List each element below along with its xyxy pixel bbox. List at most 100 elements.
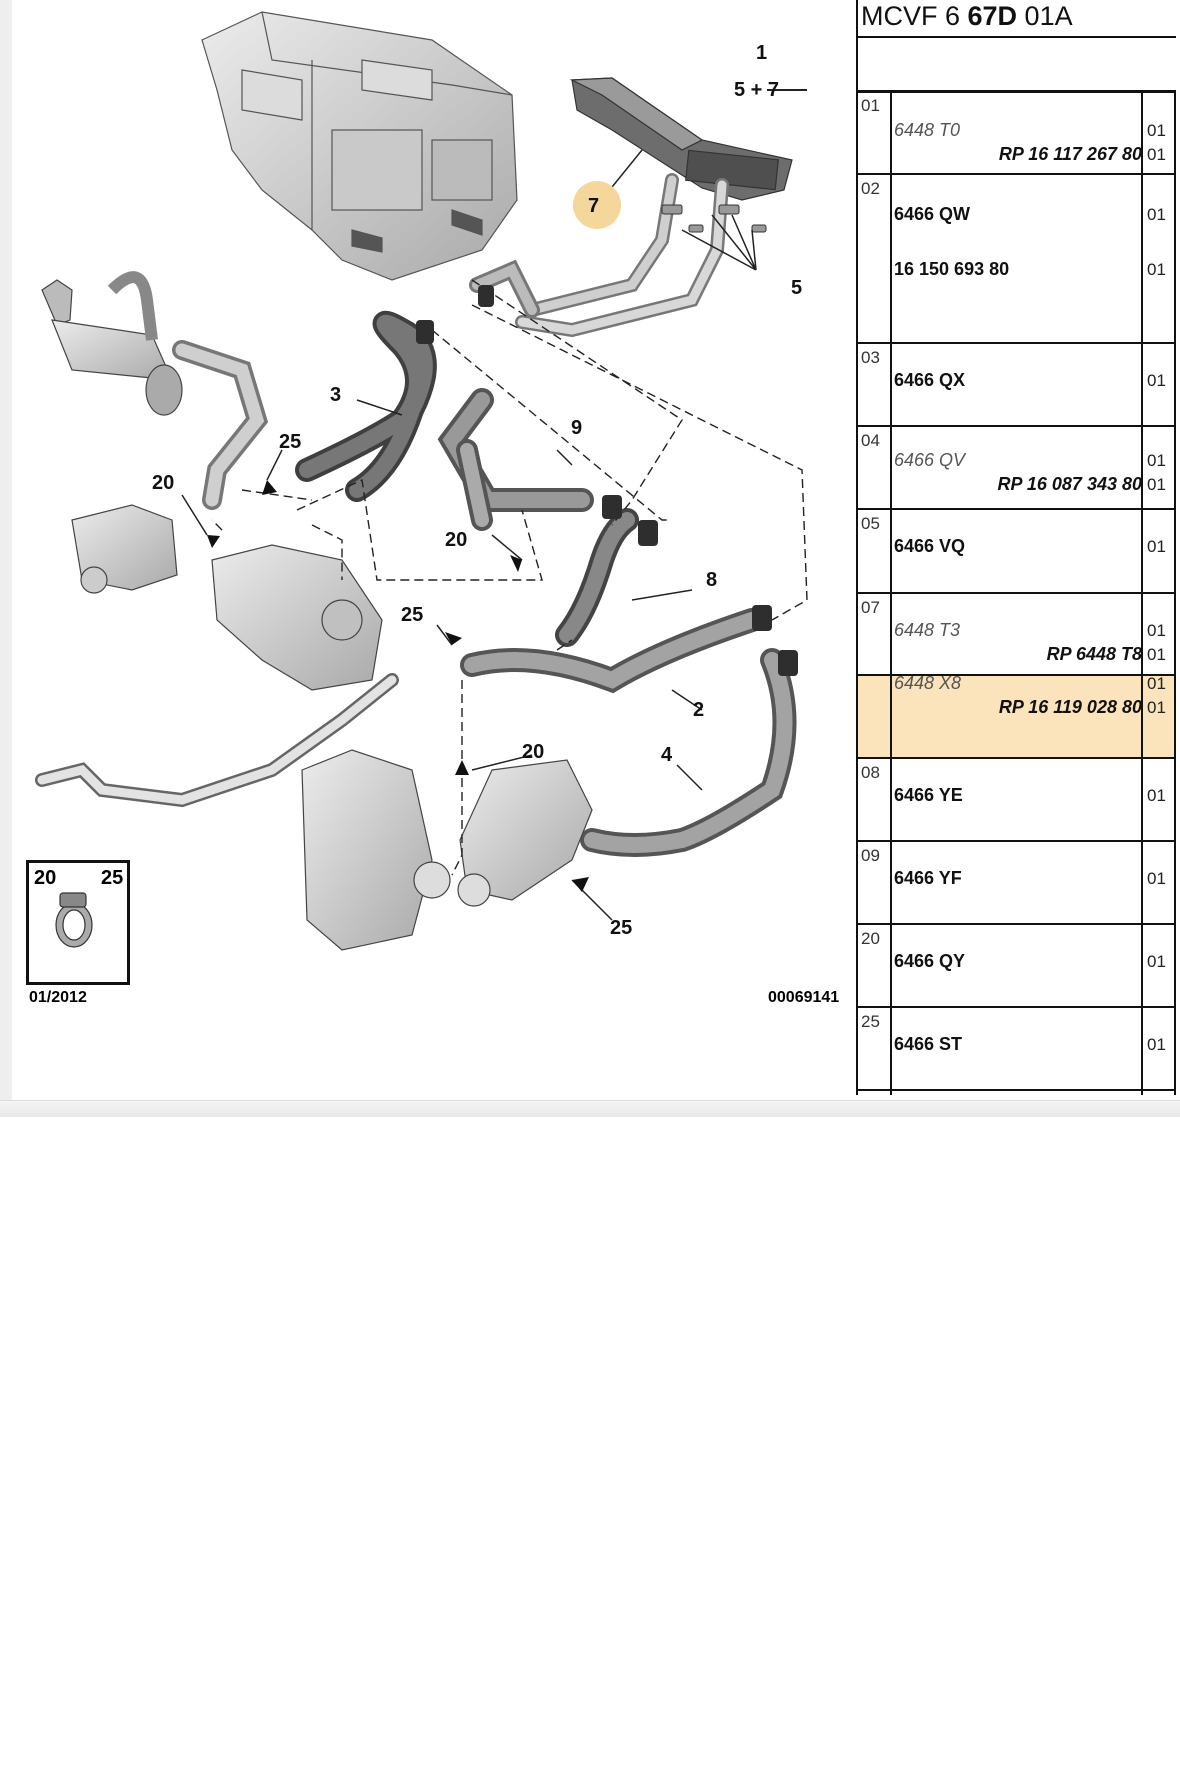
- table-rule: [856, 592, 1176, 594]
- hose-9: [437, 388, 594, 531]
- table-rule: [856, 923, 1176, 925]
- quantity: 01: [1147, 674, 1166, 693]
- page-bottom-strip: [0, 1100, 1180, 1117]
- diagram-date: 01/2012: [29, 989, 87, 1006]
- part-number: 6466 YE: [894, 785, 963, 805]
- hose-2: [460, 608, 764, 694]
- part-number: 6466 QX: [894, 370, 966, 390]
- callout-8: 8: [706, 569, 718, 591]
- quantity: 01: [1147, 621, 1166, 640]
- clip-legend-20: 20: [34, 867, 57, 889]
- callout-7: 7: [588, 195, 600, 217]
- table-rule: [856, 90, 1176, 93]
- quantity: 01: [1147, 260, 1166, 279]
- callout-20-lower: 20: [522, 741, 545, 763]
- callout-9: 9: [571, 417, 583, 439]
- callout-5: 5: [791, 277, 803, 299]
- replacement-part-number: RP 6448 T8: [1046, 644, 1142, 664]
- heater-pipes: [469, 173, 729, 338]
- quantity: 01: [1147, 537, 1166, 556]
- pump-outlet-hose: [172, 340, 269, 510]
- arrowheads: [207, 480, 589, 892]
- parts-row: 08 6466 YE 01: [856, 757, 1176, 840]
- clip-legend-25: 25: [101, 867, 124, 889]
- table-header: MCVF 6 67D 01A: [856, 0, 1178, 35]
- callout-3: 3: [330, 384, 342, 406]
- table-rule: [856, 674, 1176, 676]
- quantity: 01: [1147, 371, 1166, 390]
- hose-clamps: [416, 285, 798, 676]
- table-rule: [856, 508, 1176, 510]
- hose-8: [555, 508, 639, 647]
- part-number: 6448 T3: [894, 620, 961, 640]
- parts-row: 09 6466 YF 01: [856, 840, 1176, 923]
- row-number: 09: [861, 846, 880, 865]
- part-number: 6466 ST: [894, 1034, 963, 1054]
- quantity: 01: [1147, 869, 1166, 888]
- row-number: 05: [861, 514, 880, 533]
- diagram-reference: 00069141: [768, 989, 840, 1006]
- parts-row: 07 6448 T3 01 RP 6448 T8 01: [856, 592, 1176, 674]
- parts-row: 03 6466 QX 01: [856, 342, 1176, 425]
- connection-lines: [211, 279, 808, 876]
- table-rule: [856, 840, 1176, 842]
- table-rule: [856, 173, 1176, 175]
- row-number: 03: [861, 348, 880, 367]
- clip-legend-box: 20 25: [26, 860, 130, 985]
- callout-2: 2: [693, 699, 705, 721]
- egr-unit: [211, 544, 383, 691]
- replacement-part-number: RP 16 087 343 80: [997, 474, 1142, 494]
- quantity: 01: [1147, 698, 1166, 717]
- parts-table: MCVF 6 67D 01A 01 6448 T0 01 RP 16 117 267 …: [856, 0, 1178, 1095]
- row-number: 08: [861, 763, 880, 782]
- part-number: 16 150 693 80: [894, 259, 1010, 279]
- table-border-left: [856, 0, 858, 1095]
- quantity: 01: [1147, 475, 1166, 494]
- parts-row: 25 6466 ST 01: [856, 1006, 1176, 1089]
- part-number: 6448 X8: [894, 673, 962, 693]
- callout-20-left: 20: [152, 472, 175, 494]
- table-rule: [856, 1089, 1176, 1091]
- hose-4: [580, 648, 797, 857]
- quantity: 01: [1147, 786, 1166, 805]
- clip-illustration: [55, 892, 93, 948]
- part-number: 6466 YF: [894, 868, 962, 888]
- quantity: 01: [1147, 952, 1166, 971]
- table-rule: [856, 36, 1176, 38]
- leader-lines: [181, 89, 807, 921]
- part-number: 6466 VQ: [894, 536, 966, 556]
- table-rule: [856, 757, 1176, 759]
- part-number: 6466 QV: [894, 450, 966, 470]
- replacement-part-number: RP 16 117 267 80: [998, 144, 1142, 164]
- quantity: 01: [1147, 645, 1166, 664]
- header-suffix: 01A: [1017, 1, 1073, 31]
- part-number: 6448 T0: [894, 120, 961, 140]
- part-number: 6466 QY: [894, 951, 966, 971]
- callout-20-middle: 20: [445, 529, 468, 551]
- hose-3: [295, 310, 437, 502]
- row-number: 07: [861, 598, 880, 617]
- row-number: 02: [861, 179, 880, 198]
- replacement-part-number: RP 16 119 028 80: [998, 697, 1142, 717]
- parts-row: 05 6466 VQ 01: [856, 508, 1176, 592]
- quantity: 01: [1147, 1035, 1166, 1054]
- row-number: 25: [861, 1012, 880, 1031]
- exploded-parts-diagram: 1 5 + 7 7 5 3 9 25 20 20 8 25 2 4 20 25 …: [12, 0, 852, 1095]
- diagram-drawing: [35, 11, 808, 951]
- table-rule: [856, 342, 1176, 344]
- row-number: 01: [861, 96, 880, 115]
- thermostat-housing: [71, 504, 178, 594]
- callout-4: 4: [661, 744, 673, 766]
- part-number: 6466 QW: [894, 204, 971, 224]
- left-margin-strip: [0, 0, 12, 1100]
- callout-5-plus-7: 5 + 7: [734, 79, 780, 101]
- row-number: 04: [861, 431, 880, 450]
- callout-25-upper: 25: [279, 431, 302, 453]
- pipe-clips: [661, 204, 767, 233]
- heater-matrix: [569, 77, 793, 201]
- hvac-housing: [201, 11, 518, 281]
- header-bold: 67D: [967, 1, 1018, 31]
